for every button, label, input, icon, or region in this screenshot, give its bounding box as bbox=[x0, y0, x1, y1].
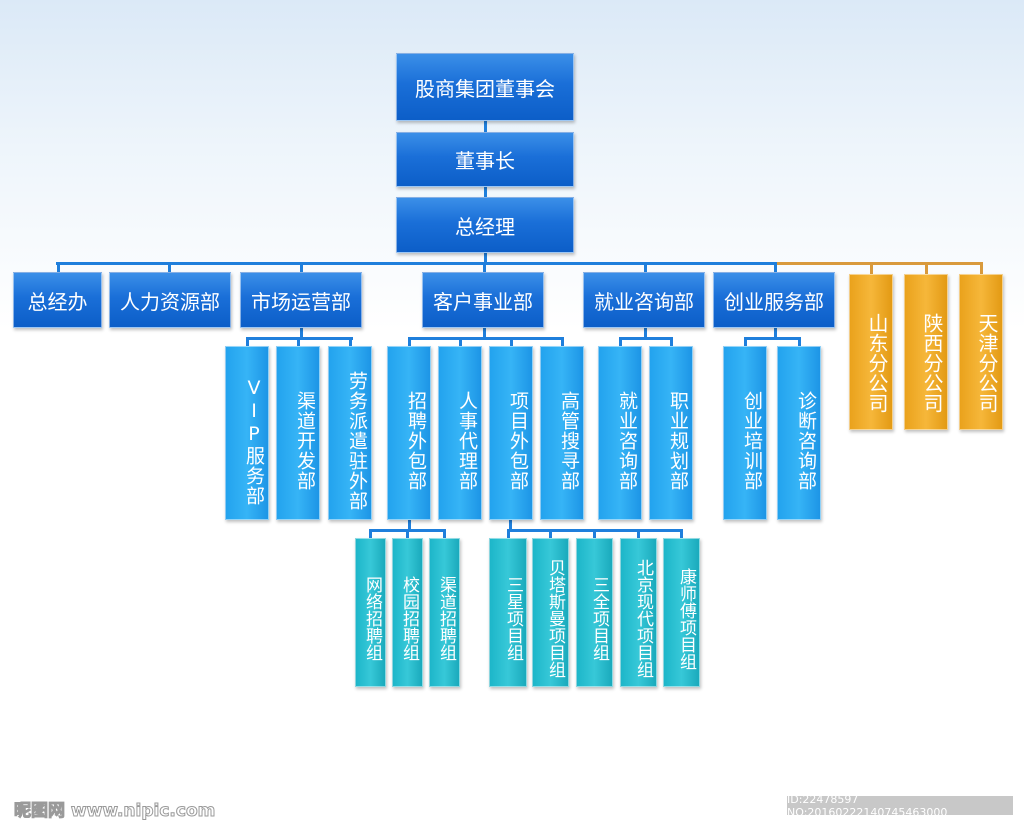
connector-line bbox=[644, 328, 647, 338]
connector-line bbox=[744, 337, 799, 340]
sub-department-box: 诊断咨询部 bbox=[777, 346, 821, 520]
connector-line bbox=[549, 529, 552, 538]
group-box: 网络招聘组 bbox=[355, 538, 386, 687]
connector-line bbox=[443, 529, 446, 538]
connector-line bbox=[56, 262, 776, 265]
sub-department-box: 劳务派遣驻外部 bbox=[328, 346, 372, 520]
department-box: 就业咨询部 bbox=[583, 272, 705, 328]
connector-line bbox=[406, 529, 409, 538]
connector-line bbox=[774, 328, 777, 338]
connector-line bbox=[619, 337, 622, 346]
connector-line bbox=[744, 337, 747, 346]
connector-line bbox=[509, 520, 512, 530]
connector-line bbox=[670, 337, 673, 346]
connector-line bbox=[246, 337, 249, 346]
connector-line bbox=[637, 529, 640, 538]
connector-line bbox=[507, 529, 510, 538]
connector-line bbox=[408, 337, 562, 340]
watermark: 昵图网 www.nipic.com bbox=[13, 801, 216, 822]
connector-line bbox=[483, 262, 486, 272]
connector-line bbox=[369, 529, 372, 538]
general-manager-box: 总经理 bbox=[396, 197, 574, 253]
department-box: 创业服务部 bbox=[713, 272, 835, 328]
connector-line bbox=[484, 187, 487, 197]
connector-line bbox=[484, 121, 487, 132]
branch-box: 天津分公司 bbox=[959, 274, 1003, 430]
sub-department-box: 人事代理部 bbox=[438, 346, 482, 520]
connector-line bbox=[300, 328, 303, 338]
group-box: 三星项目组 bbox=[489, 538, 527, 687]
connector-line bbox=[57, 262, 60, 272]
department-box: 人力资源部 bbox=[109, 272, 231, 328]
chairman-box: 董事长 bbox=[396, 132, 574, 187]
connector-line bbox=[510, 337, 513, 346]
connector-line bbox=[644, 262, 647, 272]
connector-line bbox=[619, 337, 671, 340]
department-box: 市场运营部 bbox=[240, 272, 362, 328]
connector-line bbox=[459, 337, 462, 346]
connector-line bbox=[168, 262, 171, 272]
sub-department-box: 渠道开发部 bbox=[276, 346, 320, 520]
group-box: 三全项目组 bbox=[576, 538, 613, 687]
sub-department-box: 职业规划部 bbox=[649, 346, 693, 520]
group-box: 渠道招聘组 bbox=[429, 538, 460, 687]
sub-department-box: 招聘外包部 bbox=[387, 346, 431, 520]
branch-box: 山东分公司 bbox=[849, 274, 893, 430]
connector-line bbox=[300, 262, 303, 272]
connector-line bbox=[798, 337, 801, 346]
branch-box: 陕西分公司 bbox=[904, 274, 948, 430]
connector-line bbox=[297, 337, 300, 346]
connector-line bbox=[774, 262, 777, 272]
connector-line bbox=[561, 337, 564, 346]
department-box: 客户事业部 bbox=[422, 272, 544, 328]
group-box: 校园招聘组 bbox=[392, 538, 423, 687]
connector-line bbox=[980, 262, 983, 274]
connector-line bbox=[925, 262, 928, 274]
group-box: 北京现代项目组 bbox=[620, 538, 657, 687]
connector-line bbox=[870, 262, 873, 274]
connector-line bbox=[349, 337, 352, 346]
group-box: 贝塔斯曼项目组 bbox=[532, 538, 569, 687]
board-box: 股商集团董事会 bbox=[396, 53, 574, 121]
connector-line bbox=[408, 337, 411, 346]
sub-department-box: VIP服务部 bbox=[225, 346, 269, 520]
sub-department-box: 高管搜寻部 bbox=[540, 346, 584, 520]
sub-department-box: 就业咨询部 bbox=[598, 346, 642, 520]
connector-line bbox=[680, 529, 683, 538]
image-id-label: ID:22478597 NO:20160222140745463000 bbox=[787, 793, 1013, 819]
connector-line bbox=[593, 529, 596, 538]
sub-department-box: 项目外包部 bbox=[489, 346, 533, 520]
group-box: 康师傅项目组 bbox=[663, 538, 700, 687]
connector-line bbox=[408, 520, 411, 530]
department-box: 总经办 bbox=[13, 272, 102, 328]
sub-department-box: 创业培训部 bbox=[723, 346, 767, 520]
connector-line bbox=[775, 262, 983, 265]
connector-line bbox=[483, 328, 486, 338]
connector-line bbox=[484, 253, 487, 263]
